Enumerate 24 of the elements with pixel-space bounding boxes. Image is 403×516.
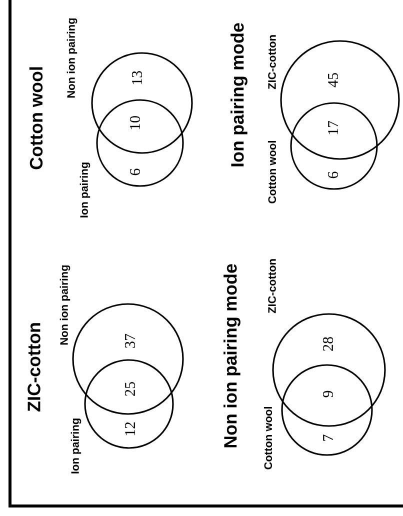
count-number: 25 bbox=[124, 382, 136, 396]
panel-title: Cotton wool bbox=[29, 67, 43, 170]
count-number: 7 bbox=[323, 434, 333, 441]
count-number: 6 bbox=[328, 172, 338, 178]
set-label: ZIC-cotton bbox=[268, 35, 276, 90]
count-number: 6 bbox=[130, 168, 140, 176]
panel-title: ZIC-cotton bbox=[28, 323, 40, 412]
set-label: Non ion pairing bbox=[60, 265, 70, 345]
count-number: 9 bbox=[322, 390, 334, 398]
count-number: 28 bbox=[322, 337, 334, 351]
count-number: 37 bbox=[124, 334, 136, 348]
count-number: 45 bbox=[328, 73, 338, 88]
panel-title: Ion pairing mode bbox=[230, 23, 248, 166]
count-number: 13 bbox=[132, 71, 142, 84]
set-label: Ion pairing bbox=[70, 418, 82, 474]
count-number: 12 bbox=[125, 422, 135, 436]
count-number: 10 bbox=[130, 116, 140, 130]
panel-title: Non ion pairing mode bbox=[224, 264, 240, 448]
set-label: Cotton wool bbox=[268, 141, 276, 204]
set-label: Ion pairing bbox=[80, 162, 90, 218]
set-label: ZIC-cotton bbox=[268, 259, 276, 314]
set-label: Cotton wool bbox=[264, 407, 272, 470]
count-number: 17 bbox=[328, 120, 338, 134]
set-label: Non ion pairing bbox=[66, 18, 78, 98]
